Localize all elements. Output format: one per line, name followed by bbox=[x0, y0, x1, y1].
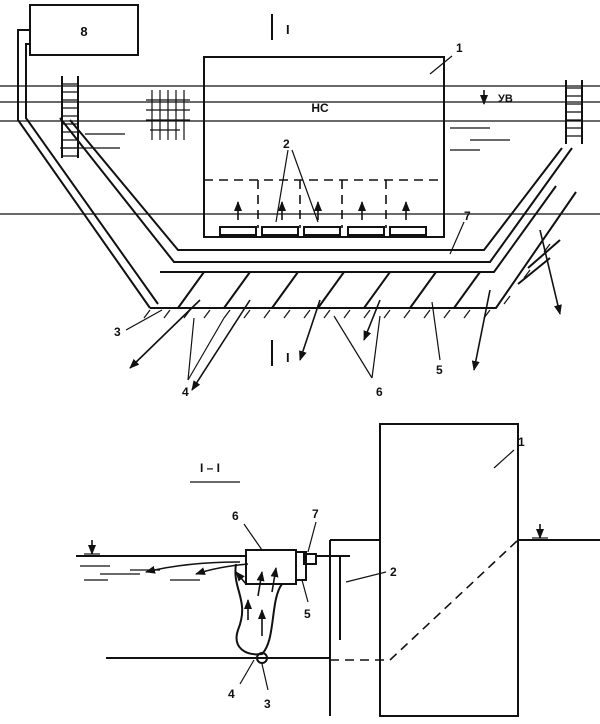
section-callout-5: 5 bbox=[304, 607, 311, 621]
supply-pipe bbox=[17, 29, 151, 309]
tank-label: 8 bbox=[80, 24, 87, 39]
station-label: НС bbox=[311, 101, 329, 115]
collector-gallery bbox=[143, 185, 577, 319]
section-view: I – I bbox=[76, 423, 600, 717]
section-marker-top-label: I bbox=[286, 22, 290, 37]
section-callout-6: 6 bbox=[232, 509, 239, 523]
plan-callout-5: 5 bbox=[436, 363, 443, 377]
plan-view: 8 НС bbox=[0, 4, 600, 399]
station-body bbox=[329, 423, 519, 717]
tank-8: 8 bbox=[29, 4, 139, 56]
water-level-marker: УВ bbox=[480, 90, 513, 105]
section-marker-bottom-label: I bbox=[286, 350, 290, 365]
intake-chambers bbox=[219, 180, 427, 236]
ground bbox=[106, 524, 600, 661]
water-level-label: УВ bbox=[498, 93, 513, 105]
section-callout-3: 3 bbox=[264, 697, 271, 711]
section-callouts: 1 2 3 4 5 6 7 bbox=[228, 435, 525, 711]
ladder-right bbox=[565, 80, 583, 144]
plan-callout-2: 2 bbox=[283, 137, 290, 151]
pipeline-7 bbox=[59, 117, 573, 263]
water-surface-lines bbox=[0, 85, 600, 215]
trash-rack bbox=[146, 90, 190, 140]
section-callout-2: 2 bbox=[390, 565, 397, 579]
ladder-left bbox=[61, 76, 79, 158]
section-callout-1: 1 bbox=[518, 435, 525, 449]
plan-callouts: 1 2 3 4 5 6 7 bbox=[114, 41, 471, 399]
plan-callout-3: 3 bbox=[114, 325, 121, 339]
discharge-arrows bbox=[129, 229, 562, 391]
plan-callout-4: 4 bbox=[182, 385, 189, 399]
plan-callout-1: 1 bbox=[456, 41, 463, 55]
section-title: I – I bbox=[190, 461, 240, 483]
pump-station: НС bbox=[203, 56, 445, 238]
section-title-label: I – I bbox=[200, 461, 220, 475]
plan-callout-7: 7 bbox=[464, 209, 471, 223]
plan-callout-6: 6 bbox=[376, 385, 383, 399]
section-callout-7: 7 bbox=[312, 507, 319, 521]
section-marker-top: I bbox=[271, 14, 290, 40]
supply-pipe-inner bbox=[25, 43, 159, 305]
section-callout-4: 4 bbox=[228, 687, 235, 701]
water-surface-section bbox=[76, 540, 246, 581]
collector-box bbox=[145, 549, 350, 664]
section-marker-bottom: I bbox=[271, 340, 290, 366]
